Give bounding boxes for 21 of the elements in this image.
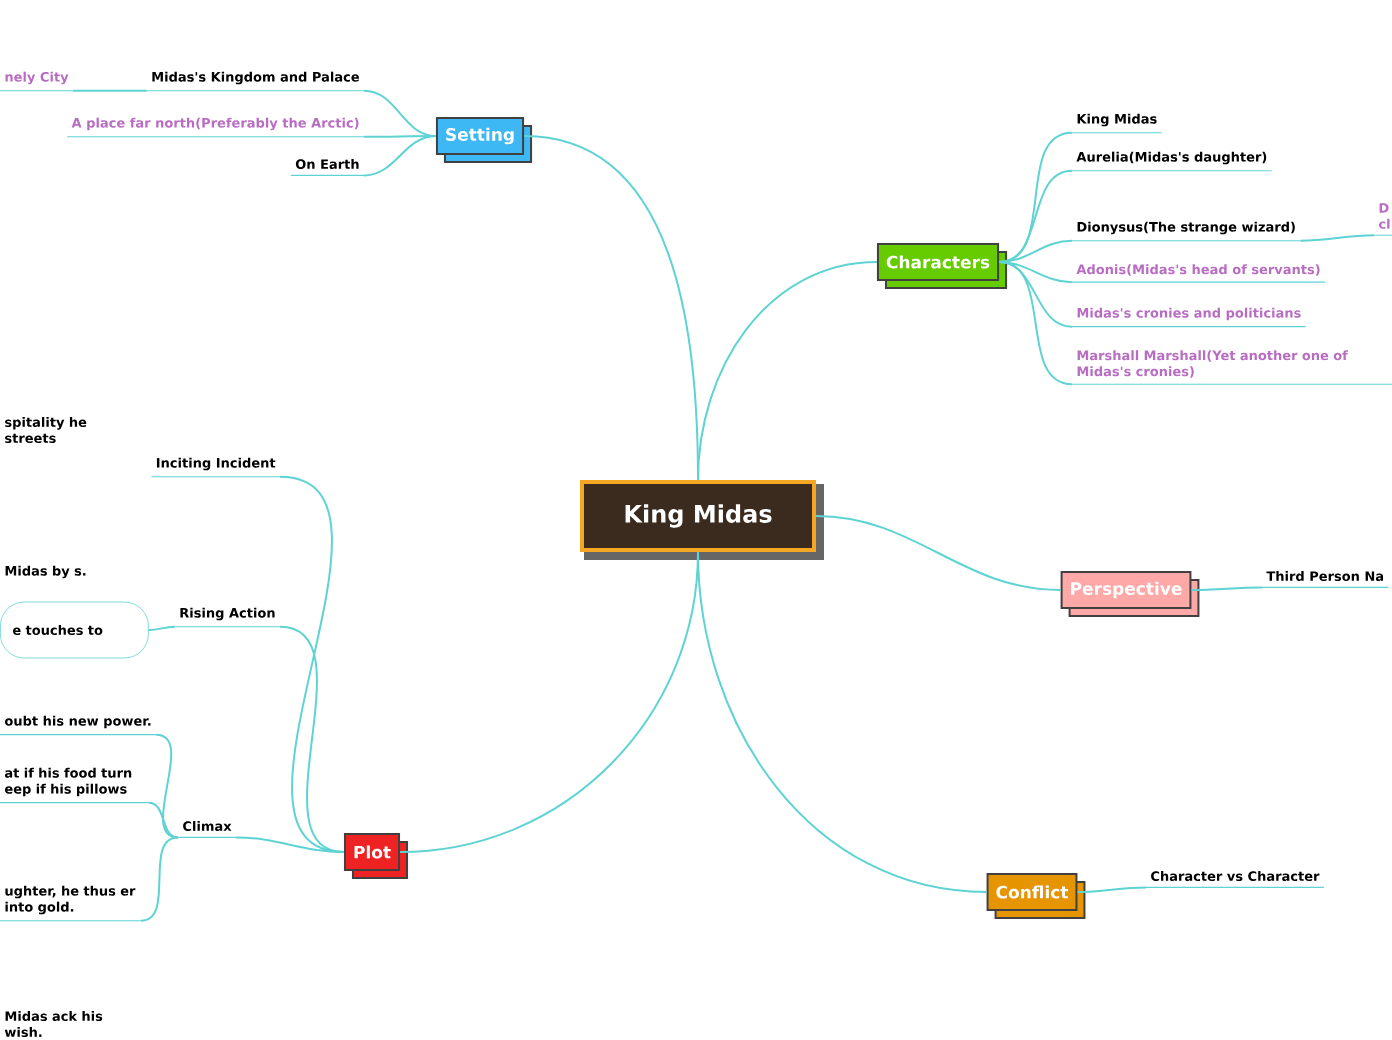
topic-box: Plot [343,833,409,879]
connector-line [363,135,437,177]
connector-line [998,169,1073,263]
connector-line [1299,234,1375,242]
connector-line [72,89,148,92]
connector-line [1076,886,1147,893]
connector-line [815,515,1062,591]
connector-line [998,261,1073,328]
central-topic-box: King Midas [580,480,824,560]
connector-line [399,551,699,853]
connector-line [235,836,345,853]
topic-box: Conflict [986,873,1086,919]
connector-line [1190,586,1263,591]
topic-box: Setting [435,117,533,163]
connector-line [147,625,176,631]
topic-box: Perspective [1060,571,1200,617]
topic-box: Characters [876,243,1008,289]
connector-line [998,261,1073,386]
connector-line [697,261,878,481]
connector-line [147,801,180,839]
connector-line [139,836,180,922]
